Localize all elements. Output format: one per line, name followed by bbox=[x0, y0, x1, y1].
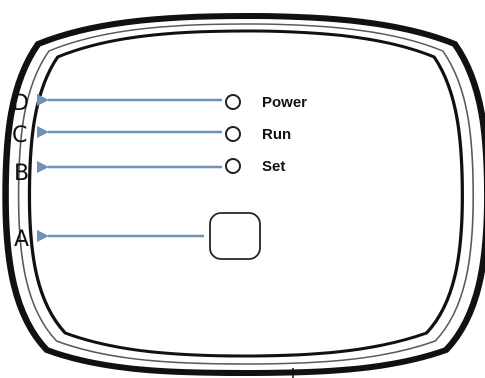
callout-letter-b: B bbox=[14, 161, 29, 186]
indicator-set: Set bbox=[225, 158, 285, 175]
housing-highlight bbox=[17, 23, 475, 365]
housing-inner-edge bbox=[27, 29, 464, 358]
led-label-run: Run bbox=[262, 126, 291, 143]
callout-letter-d: D bbox=[12, 91, 29, 116]
led-label-power: Power bbox=[262, 94, 307, 111]
housing-outer-rim bbox=[2, 12, 485, 377]
set-push-button[interactable] bbox=[209, 212, 261, 260]
indicator-power: Power bbox=[225, 94, 307, 111]
led-set bbox=[225, 158, 241, 174]
callout-letter-a: A bbox=[14, 227, 29, 252]
indicator-run: Run bbox=[225, 126, 291, 143]
led-run bbox=[225, 126, 241, 142]
led-power bbox=[225, 94, 241, 110]
callout-letter-c: C bbox=[12, 123, 27, 148]
device-housing bbox=[2, 12, 485, 378]
led-label-set: Set bbox=[262, 158, 285, 175]
